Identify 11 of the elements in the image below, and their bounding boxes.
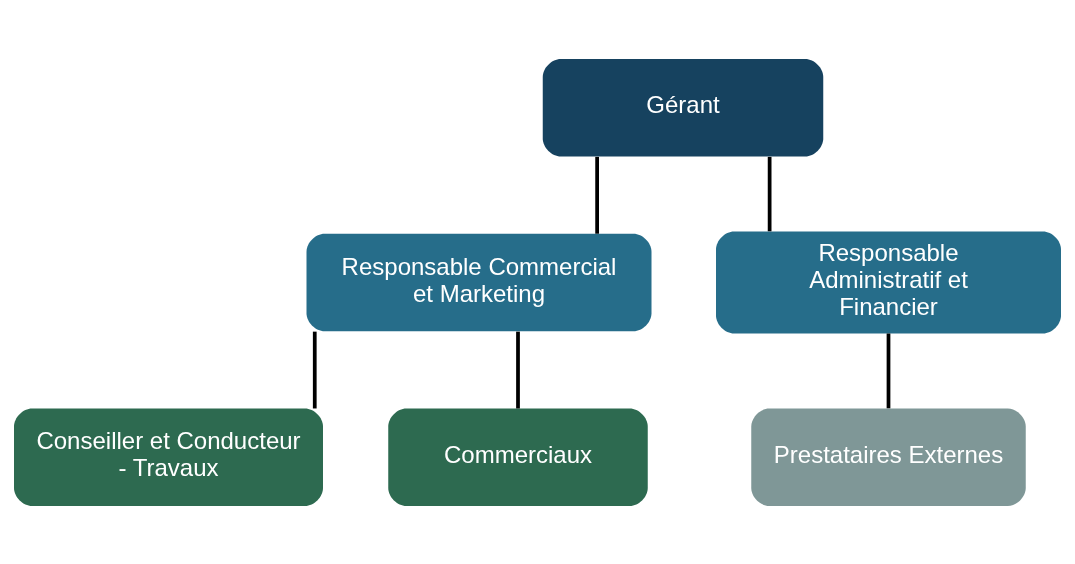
node-box: Commerciaux [388,408,648,506]
node-box: Prestataires Externes [751,408,1026,506]
connector [312,331,317,408]
connector [516,331,520,408]
node-box: Gérant [542,58,824,156]
node-box: Responsable Commercial et Marketing [306,233,652,331]
connector [595,156,599,234]
connector [886,333,891,408]
node-box: Conseiller et Conducteur - Travaux [14,408,323,506]
node-box: Responsable Administratif et Financier [716,231,1061,333]
connector [767,156,772,231]
